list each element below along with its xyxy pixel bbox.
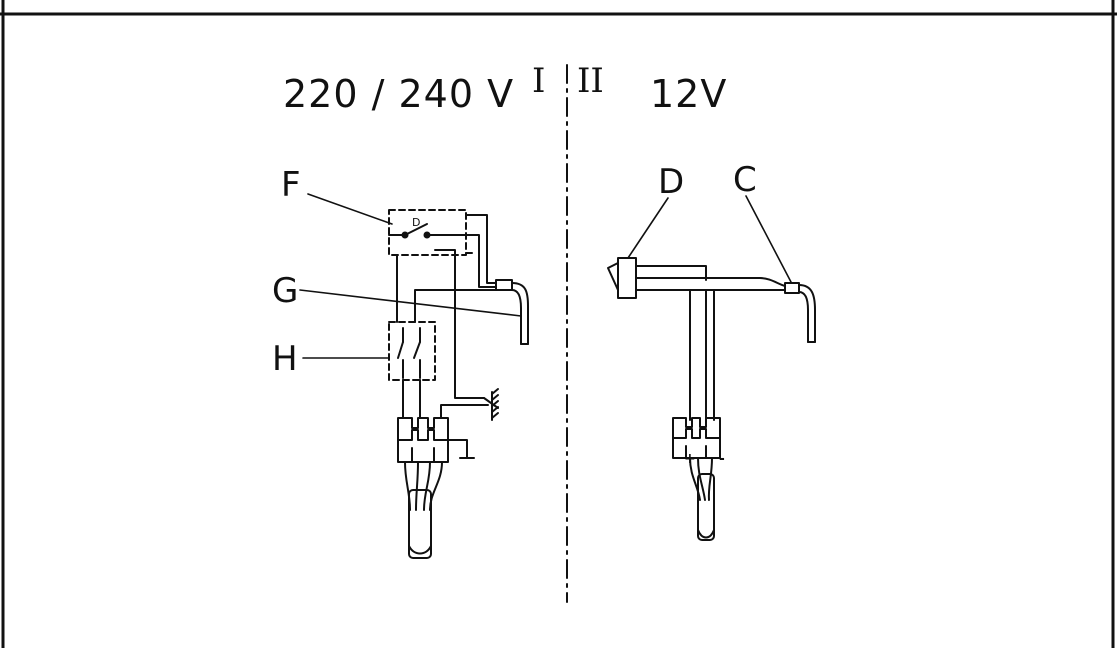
- component-g-heating-element: [465, 214, 529, 345]
- voltage-label-section-1: 220 / 240 V: [283, 72, 515, 116]
- component-d-switch: [607, 257, 644, 299]
- callout-g: G: [272, 271, 299, 311]
- roman-numeral-2: II: [577, 61, 604, 101]
- svg-text:D: D: [412, 216, 420, 229]
- callout-h: H: [272, 339, 298, 379]
- callout-leaders: [299, 193, 792, 359]
- callout-c: C: [733, 160, 757, 200]
- polarity-minus: -: [719, 451, 725, 467]
- component-c-heating-element: [784, 282, 816, 343]
- polarity-plus: +: [684, 451, 696, 467]
- voltage-label-section-2: 12V: [650, 72, 728, 116]
- component-f-thermostat: D: [388, 209, 467, 256]
- wiring-section-2: [642, 265, 786, 541]
- callout-f: F: [281, 165, 301, 205]
- wiring-section-1: [396, 249, 499, 559]
- roman-numeral-1: I: [532, 61, 546, 101]
- component-h-switch: [388, 321, 436, 381]
- callout-d: D: [658, 162, 685, 202]
